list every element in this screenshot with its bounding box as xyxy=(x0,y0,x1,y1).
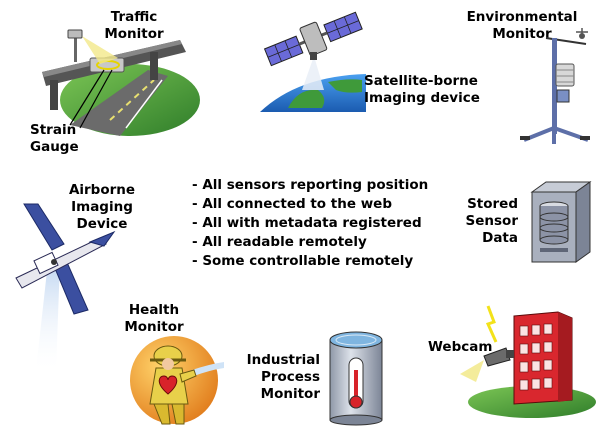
capabilities-list: All sensors reporting position All conne… xyxy=(192,176,428,271)
traffic-monitor-icon xyxy=(42,29,200,136)
capability-item: All connected to the web xyxy=(192,195,428,214)
webcam-line-1: Webcam xyxy=(428,339,493,355)
satellite-label: Satellite-borne Imaging device xyxy=(364,73,484,107)
industrial-label: Industrial Process Monitor xyxy=(240,352,320,403)
webcam-label: Webcam xyxy=(428,339,498,356)
webcam-building-icon xyxy=(460,305,596,418)
satellite-line-2: Imaging device xyxy=(364,90,480,106)
industrial-line-2: Process xyxy=(260,369,320,385)
airborne-line-3: Device xyxy=(76,216,128,232)
environmental-monitor-label: Environmental Monitor xyxy=(466,9,578,43)
environmental-line-1: Environmental xyxy=(466,9,578,25)
traffic-monitor-line-1: Traffic xyxy=(110,9,158,25)
stored-line-1: Stored xyxy=(467,196,518,212)
stored-line-3: Data xyxy=(482,230,518,246)
health-monitor-label: Health Monitor xyxy=(114,302,194,336)
environmental-line-2: Monitor xyxy=(492,26,552,42)
airborne-label: Airborne Imaging Device xyxy=(64,182,140,233)
capability-item: Some controllable remotely xyxy=(192,252,428,271)
industrial-line-1: Industrial xyxy=(246,352,320,368)
stored-data-label: Stored Sensor Data xyxy=(446,196,518,247)
capability-item: All with metadata registered xyxy=(192,214,428,233)
weather-station-icon xyxy=(520,28,590,144)
traffic-monitor-line-2: Monitor xyxy=(104,26,164,42)
water-tank-thermometer-icon xyxy=(329,331,383,426)
airborne-line-1: Airborne xyxy=(68,182,136,198)
server-storage-icon xyxy=(530,181,592,263)
satellite-icon xyxy=(260,11,366,112)
capability-item: All sensors reporting position xyxy=(192,176,428,195)
health-line-1: Health xyxy=(128,302,180,318)
firefighter-icon xyxy=(130,336,224,425)
capability-item: All readable remotely xyxy=(192,233,428,252)
strain-gauge-label: Strain Gauge xyxy=(30,122,100,156)
stored-line-2: Sensor xyxy=(465,213,518,229)
strain-gauge-line-2: Gauge xyxy=(30,139,79,155)
industrial-line-3: Monitor xyxy=(260,386,320,402)
health-line-2: Monitor xyxy=(124,319,184,335)
strain-gauge-line-1: Strain xyxy=(30,122,77,138)
airplane-icon xyxy=(15,203,116,370)
traffic-monitor-label: Traffic Monitor xyxy=(94,9,174,43)
airborne-line-2: Imaging xyxy=(71,199,133,215)
satellite-line-1: Satellite-borne xyxy=(364,73,478,89)
